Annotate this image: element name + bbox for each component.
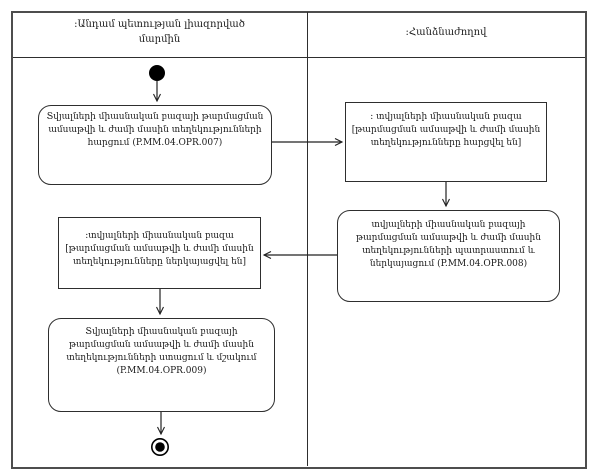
swimlane-divider	[307, 12, 308, 466]
action-request-info-line: Տվյալների միասնական բազայի թարմացման	[46, 112, 264, 122]
object-db-submitted-box: :տվյալների միասնական բազա [թարմացման ամս…	[58, 217, 261, 289]
action-receive-process-box: Տվյալների միասնական բազայի թարմացման ամս…	[48, 318, 275, 412]
swimlane-header-authorized-body: :Անդամ պետության լիազորված մարմին	[12, 17, 307, 47]
action-request-info-box: Տվյալների միասնական բազայի թարմացման ամս…	[38, 105, 272, 185]
object-db-submitted-line: :տվյալների միասնական բազա	[85, 231, 234, 241]
action-request-info-line: ամսաթվի և ժամի մասին տեղեկությունների	[48, 125, 262, 135]
object-db-requested-line: : տվյալների միասնական բազա	[370, 112, 522, 122]
object-db-submitted-line: [թարմացման ամսաթվի և ժամի մասին	[65, 244, 254, 254]
header-divider	[13, 57, 585, 58]
diagram-frame	[11, 11, 587, 469]
action-prepare-submit-box: տվյալների միասնական բազայի թարմացման ամս…	[337, 210, 560, 302]
action-request-info-line: հարցում (P.MM.04.OPR.007)	[87, 138, 223, 148]
action-prepare-submit-line: տվյալների միասնական բազայի	[371, 220, 526, 230]
swimlane-header-line: :Հանձնաժողով	[405, 27, 487, 38]
swimlane-header-line: մարմին	[138, 34, 181, 45]
action-receive-process-line: թարմացման ամսաթվի և ժամի մասին	[69, 340, 254, 350]
action-prepare-submit-line: տեղեկությունների պատրաստում և	[362, 246, 535, 256]
object-db-requested-line: [թարմացման ամսաթվի և ժամի մասին	[351, 125, 541, 135]
action-prepare-submit-line: թարմացման ամսաթվի և ժամի մասին	[356, 233, 541, 243]
action-receive-process-line: (P.MM.04.OPR.009)	[116, 366, 207, 376]
action-receive-process-line: տեղեկությունների ստացում և մշակում	[66, 353, 257, 363]
object-db-requested-line: տեղեկությունները հարցվել են]	[370, 138, 522, 148]
action-receive-process-line: Տվյալների միասնական բազայի	[85, 327, 238, 337]
swimlane-header-line: :Անդամ պետության լիազորված	[74, 19, 245, 30]
object-db-requested-box: : տվյալների միասնական բազա [թարմացման ամ…	[345, 102, 547, 182]
swimlane-header-commission: :Հանձնաժողով	[307, 25, 585, 40]
action-prepare-submit-line: ներկայացում (P.MM.04.OPR.008)	[369, 259, 528, 269]
object-db-submitted-line: տեղեկությունները ներկայացվել են]	[72, 257, 247, 267]
